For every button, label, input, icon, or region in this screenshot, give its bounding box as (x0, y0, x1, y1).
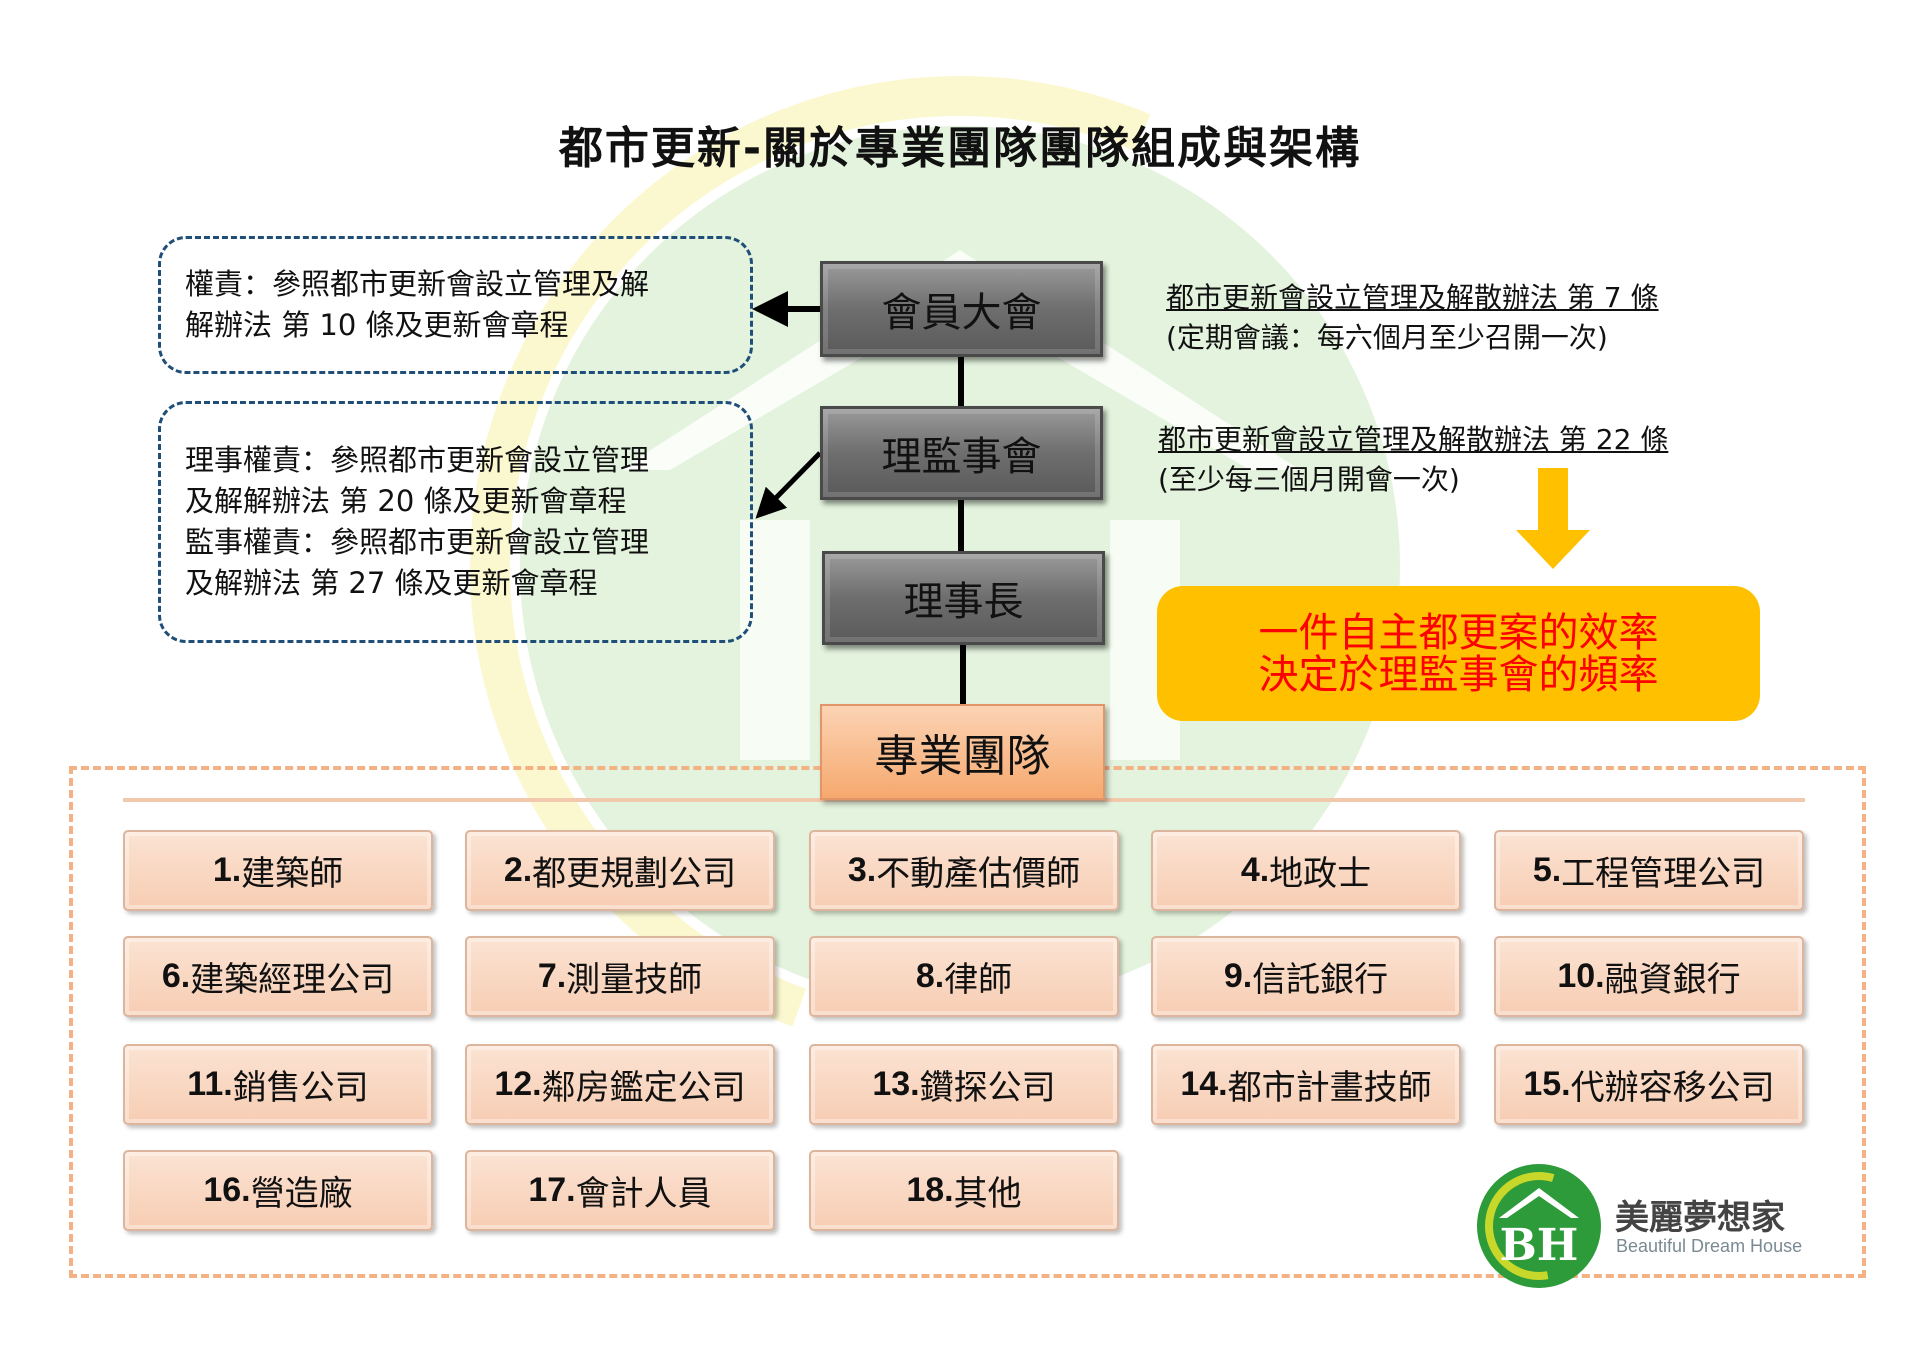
assembly-powers-note: 權責：參照都市更新會設立管理及解 解辦法 第 10 條及更新會章程 (158, 236, 753, 374)
member-label: 鑽探公司 (919, 1068, 1056, 1108)
member-number: 12. (494, 1065, 542, 1103)
member-label: 建築經理公司 (190, 960, 395, 1000)
team-member-card: 8.律師 (809, 936, 1119, 1017)
member-number: 8. (915, 957, 945, 995)
efficiency-highlight: 一件自主都更案的效率 決定於理監事會的頻率 (1157, 586, 1760, 721)
member-label: 都更規劃公司 (532, 854, 737, 894)
member-number: 11. (187, 1065, 233, 1103)
team-member-card: 7.測量技師 (465, 936, 775, 1017)
member-number: 15. (1523, 1065, 1571, 1103)
brand-name-en: Beautiful Dream House (1616, 1236, 1803, 1256)
law-ref-note: (至少每三個月開會一次) (1158, 463, 1460, 496)
divider (123, 798, 1805, 802)
member-label: 代辦容移公司 (1570, 1068, 1775, 1108)
member-label: 建築師 (241, 854, 344, 894)
connector-line (958, 498, 964, 553)
member-number: 18. (906, 1171, 954, 1209)
note-line: 解辦法 第 10 條及更新會章程 (185, 308, 569, 342)
member-label: 地政士 (1269, 854, 1372, 894)
member-number: 4. (1240, 851, 1270, 889)
law-ref-title: 都市更新會設立管理及解散辦法 第 22 條 (1158, 423, 1669, 456)
board-powers-note: 理事權責：參照都市更新會設立管理 及解解辦法 第 20 條及更新會章程 監事權責… (158, 401, 753, 643)
note-line: 監事權責：參照都市更新會設立管理 (185, 525, 650, 559)
law-ref-note: (定期會議：每六個月至少召開一次) (1166, 321, 1608, 354)
member-number: 6. (161, 957, 191, 995)
team-member-card: 5.工程管理公司 (1494, 830, 1804, 911)
member-label: 融資銀行 (1604, 960, 1741, 1000)
team-member-card: 14.都市計畫技師 (1151, 1044, 1461, 1125)
down-arrow-icon (1516, 468, 1590, 569)
note-line: 及解辦法 第 27 條及更新會章程 (185, 566, 598, 600)
law-ref-art22: 都市更新會設立管理及解散辦法 第 22 條 (至少每三個月開會一次) (1158, 420, 1668, 500)
team-member-card: 4.地政士 (1151, 830, 1461, 911)
svg-text:BH: BH (1500, 1220, 1579, 1271)
team-member-card: 1.建築師 (123, 830, 433, 911)
member-number: 14. (1180, 1065, 1228, 1103)
page-title: 都市更新-關於專業團隊團隊組成與架構 (558, 123, 1362, 174)
highlight-line: 一件自主都更案的效率 (1258, 609, 1659, 656)
team-member-card: 12.鄰房鑑定公司 (465, 1044, 775, 1125)
member-label: 會計人員 (575, 1174, 712, 1214)
team-member-card: 18.其他 (809, 1150, 1119, 1231)
member-number: 1. (212, 851, 242, 889)
member-number: 17. (528, 1171, 576, 1209)
member-label: 銷售公司 (232, 1068, 369, 1108)
member-label: 測量技師 (566, 960, 703, 1000)
connector-line (960, 643, 966, 705)
member-label: 其他 (953, 1174, 1022, 1214)
team-member-card: 11.銷售公司 (123, 1044, 433, 1125)
general-assembly-box: 會員大會 (820, 261, 1103, 357)
team-member-card: 6.建築經理公司 (123, 936, 433, 1017)
law-ref-title: 都市更新會設立管理及解散辦法 第 7 條 (1166, 281, 1659, 314)
member-label: 工程管理公司 (1561, 854, 1766, 894)
note-line: 理事權責：參照都市更新會設立管理 (185, 443, 650, 477)
member-label: 鄰房鑑定公司 (541, 1068, 746, 1108)
brand-name-zh: 美麗夢想家 (1615, 1198, 1785, 1238)
law-ref-art7: 都市更新會設立管理及解散辦法 第 7 條 (定期會議：每六個月至少召開一次) (1166, 278, 1659, 358)
member-number: 5. (1532, 851, 1562, 889)
team-member-card: 9.信託銀行 (1151, 936, 1461, 1017)
house-logo-icon: BH (1477, 1164, 1601, 1288)
team-member-card: 16.營造廠 (123, 1150, 433, 1231)
member-number: 10. (1557, 957, 1605, 995)
team-member-card: 15.代辦容移公司 (1494, 1044, 1804, 1125)
team-member-card: 10.融資銀行 (1494, 936, 1804, 1017)
board-box: 理監事會 (820, 406, 1103, 500)
team-box: 專業團隊 (820, 704, 1105, 800)
team-member-card: 17.會計人員 (465, 1150, 775, 1231)
member-label: 營造廠 (250, 1174, 353, 1214)
connector-line (958, 355, 964, 410)
chairman-box: 理事長 (822, 551, 1105, 645)
member-label: 不動產估價師 (876, 854, 1081, 894)
member-number: 16. (203, 1171, 251, 1209)
member-number: 3. (847, 851, 877, 889)
note-line: 及解解辦法 第 20 條及更新會章程 (185, 484, 627, 518)
team-member-card: 3.不動產估價師 (809, 830, 1119, 911)
note-line: 權責：參照都市更新會設立管理及解 (185, 267, 650, 301)
member-label: 信託銀行 (1252, 960, 1389, 1000)
arrow-to-board-note (755, 451, 822, 519)
member-number: 9. (1223, 957, 1253, 995)
team-member-card: 2.都更規劃公司 (465, 830, 775, 911)
brand-logo: BH 美麗夢想家 Beautiful Dream House (1475, 1162, 1820, 1290)
team-member-card: 13.鑽探公司 (809, 1044, 1119, 1125)
member-label: 律師 (944, 960, 1013, 1000)
member-number: 13. (872, 1065, 920, 1103)
member-number: 7. (537, 957, 567, 995)
member-number: 2. (503, 851, 533, 889)
highlight-line: 決定於理監事會的頻率 (1258, 651, 1659, 698)
member-label: 都市計畫技師 (1227, 1068, 1432, 1108)
